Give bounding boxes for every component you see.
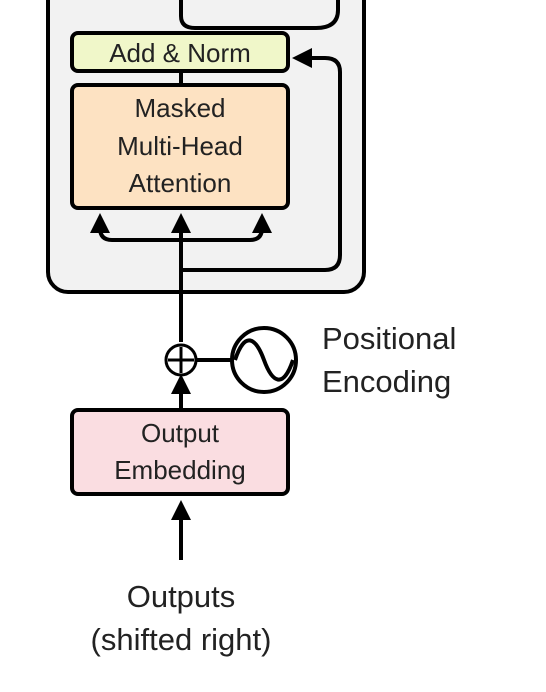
output-embedding-label-line-1: Output xyxy=(141,418,220,448)
positional-encoding-label-line-1: Positional xyxy=(322,321,456,356)
outputs-label-line-1: Outputs xyxy=(127,579,236,614)
outputs-label-line-2: (shifted right) xyxy=(91,622,272,657)
sine-wave-icon xyxy=(233,338,295,382)
top-connector-line xyxy=(179,0,340,30)
add-norm-box[interactable] xyxy=(70,31,290,73)
positional-encoding-label-line-2: Encoding xyxy=(322,364,451,399)
residual-connection xyxy=(181,48,342,272)
attention-label-line-1: Masked xyxy=(134,93,225,123)
output-embedding-box[interactable] xyxy=(70,408,290,496)
attention-label-line-3: Attention xyxy=(129,168,232,198)
masked-multi-head-attention-box[interactable] xyxy=(70,83,290,210)
attention-label-line-2: Multi-Head xyxy=(117,131,243,161)
output-embedding-label-line-2: Embedding xyxy=(114,455,246,485)
add-norm-label: Add & Norm xyxy=(109,38,251,68)
